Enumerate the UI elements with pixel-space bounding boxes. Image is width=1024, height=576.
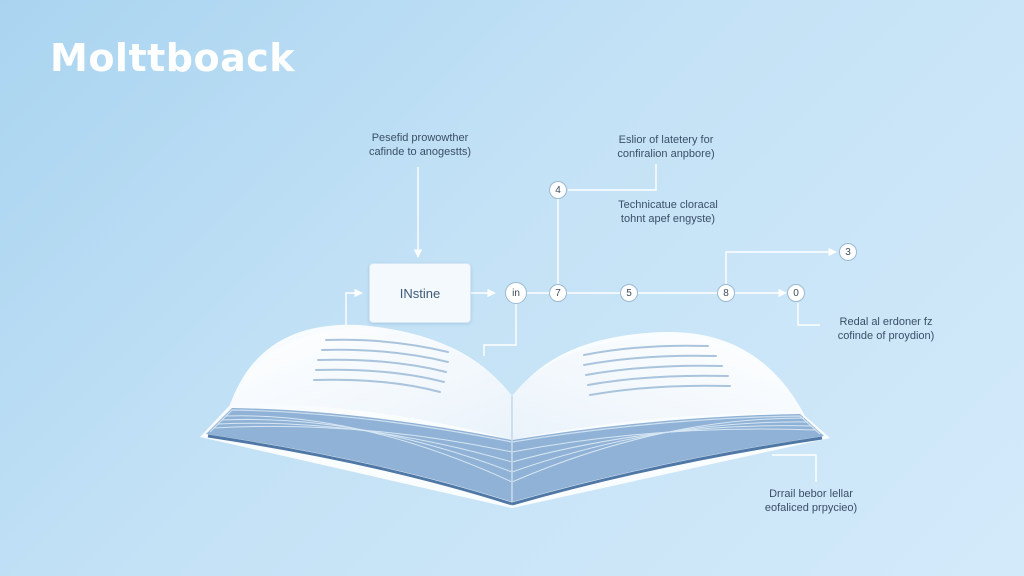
connector-4-to-annotation (568, 164, 657, 191)
connector-8-to-3 (725, 247, 837, 284)
open-book-illustration (200, 324, 830, 508)
annotation-mid-line1: Technicatue cloracal (618, 199, 718, 211)
annotation-right: Redal al erdoner fz cofinde of proydion) (822, 315, 950, 343)
connector-book-to-box (345, 288, 363, 325)
annotation-top-left: Pesefid prowowther cafinde to anogestts) (352, 131, 488, 159)
right-page-stack (512, 414, 824, 502)
left-page (230, 328, 512, 440)
annotation-right-line1: Redal al erdoner fz (839, 316, 933, 328)
annotation-bottom-right-line2: eofaliced prpycieo) (764, 502, 858, 514)
annotation-top-right-line1: Eslior of latetery for (618, 134, 714, 146)
node-4[interactable]: 4 (549, 181, 567, 199)
right-page-text-lines (583, 344, 731, 396)
node-8[interactable]: 8 (717, 284, 735, 302)
annotation-right-line2: cofinde of proydion) (837, 330, 935, 342)
node-0[interactable]: 0 (787, 284, 805, 302)
annotation-top-left-line1: Pesefid prowowther (371, 132, 469, 144)
connector-book-to-bottom-annotation (772, 454, 817, 482)
annotation-mid-line2: tohnt apef engyste) (620, 213, 716, 225)
annotation-bottom-right-line1: Drrail bebor lellar (769, 488, 853, 500)
connector-lines (345, 164, 837, 482)
page-title: Molttboack (50, 36, 296, 80)
node-3[interactable]: 3 (839, 243, 857, 261)
left-page-text-lines (313, 338, 449, 393)
annotation-top-right-line2: confiralion anpbore) (617, 148, 715, 160)
node-5[interactable]: 5 (620, 284, 638, 302)
annotation-bottom-right: Drrail bebor lellar eofaliced prpycieo) (746, 487, 876, 515)
node-in[interactable]: in (505, 282, 527, 304)
instine-box[interactable]: INstine (369, 263, 471, 323)
connector-0-to-annotation (797, 303, 820, 326)
node-7[interactable]: 7 (549, 284, 567, 302)
connector-in-to-book (483, 303, 517, 356)
annotation-mid: Technicatue cloracal tohnt apef engyste) (600, 198, 736, 226)
annotation-top-right: Eslior of latetery for confiralion anpbo… (596, 133, 736, 161)
left-page-stack (206, 408, 512, 502)
annotation-top-left-line2: cafinde to anogestts) (368, 146, 472, 158)
